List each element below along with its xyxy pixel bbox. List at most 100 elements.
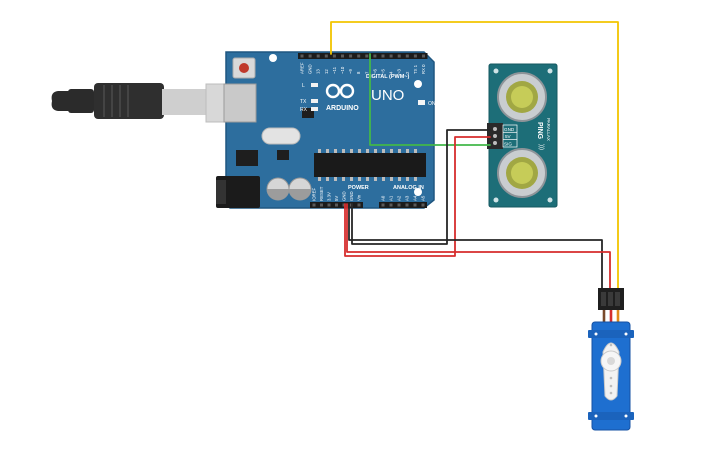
power-pin[interactable]	[320, 203, 323, 207]
analog-pin[interactable]	[389, 203, 393, 207]
power-pin-label: 5V	[334, 196, 339, 201]
sensor-name-label: PING	[536, 122, 543, 140]
analog-pin-label: A5	[421, 195, 426, 201]
mount-hole	[269, 54, 277, 62]
digital-pin[interactable]	[381, 54, 385, 58]
servo-mount-tab-bottom	[588, 412, 634, 420]
sensor-brand-label: PARALLAX	[546, 118, 551, 141]
digital-pin[interactable]	[422, 54, 425, 58]
digital-pin-label: GND	[308, 64, 313, 74]
analog-pin[interactable]	[405, 203, 409, 207]
wire-yellow-servo-signal[interactable]	[330, 21, 619, 291]
sensor-pin-sig[interactable]	[493, 141, 497, 145]
analog-pin-label: A4	[413, 195, 418, 201]
ping-ultrasonic-sensor[interactable]: GND 5V SIG PING ))) PARALLAX	[487, 63, 558, 208]
digital-pin[interactable]	[405, 54, 409, 58]
power-pin[interactable]	[357, 203, 361, 207]
digital-pin-label: 2	[405, 71, 410, 74]
digital-pin[interactable]	[413, 54, 417, 58]
sensor-pin-label-5v: 5V	[505, 134, 512, 139]
digital-pin-label: 7	[364, 71, 369, 74]
analog-pin[interactable]	[421, 203, 425, 207]
led-tx-label: TX	[300, 99, 307, 105]
digital-pin-label: 12	[324, 69, 329, 74]
analog-label: ANALOG IN	[393, 185, 424, 191]
reset-button-cap[interactable]	[239, 63, 249, 73]
sensor-pin-label-gnd: GND	[504, 127, 515, 132]
analog-pin-label: A2	[397, 195, 402, 201]
arduino-model-label: UNO	[371, 87, 404, 104]
digital-pin-label: ~6	[372, 68, 377, 74]
digital-pin[interactable]	[300, 54, 304, 58]
power-pin-label: IOREF	[312, 187, 317, 201]
analog-pin[interactable]	[381, 203, 385, 207]
sensor-signal-icon: )))	[538, 144, 544, 150]
led-tx	[311, 99, 318, 103]
analog-pin-label: A3	[405, 195, 410, 201]
sensor-pin-5v[interactable]	[493, 134, 497, 138]
digital-pin-label: ~9	[348, 68, 353, 74]
usb-plug-neck	[162, 89, 208, 115]
digital-pin[interactable]	[332, 54, 336, 58]
wire-black-servo-ground[interactable]	[348, 203, 603, 291]
power-label: POWER	[348, 185, 369, 191]
dc-barrel-jack-front	[216, 180, 226, 204]
power-pin[interactable]	[327, 203, 331, 207]
servo-connector-slots	[601, 292, 620, 306]
digital-pin-label: ~11	[332, 66, 337, 74]
mount-hole	[414, 188, 422, 196]
sensor-mount-hole	[493, 68, 499, 74]
analog-header[interactable]	[379, 202, 427, 208]
digital-pin[interactable]	[349, 54, 353, 58]
usb-cable-grip-lines	[103, 85, 129, 117]
digital-pin[interactable]	[341, 54, 344, 58]
digital-pin[interactable]	[373, 54, 377, 58]
sensor-mount-hole	[547, 197, 553, 203]
power-pin[interactable]	[335, 203, 338, 207]
servo-mount-tab-top	[588, 330, 634, 338]
digital-pin[interactable]	[324, 54, 328, 58]
transducer-bottom-icon	[497, 148, 547, 198]
usb-cable-tail-icon	[51, 91, 70, 111]
digital-pin[interactable]	[357, 54, 361, 58]
wire-black-sensor-ground[interactable]	[351, 129, 491, 245]
digital-strip	[298, 53, 428, 59]
servo-motor[interactable]	[588, 288, 634, 431]
digital-pin-label: ~5	[381, 68, 386, 74]
servo-horn-icon	[600, 342, 622, 401]
analog-pin[interactable]	[397, 203, 401, 207]
digital-pin-label: TX 1	[413, 64, 418, 74]
digital-pin[interactable]	[397, 54, 401, 58]
digital-pin-label: 4	[389, 71, 394, 74]
digital-pin-label: AREF	[300, 62, 305, 74]
power-header[interactable]	[310, 202, 363, 208]
smd-chip	[302, 108, 314, 118]
digital-pin[interactable]	[308, 54, 312, 58]
arduino-logo-icon	[325, 83, 355, 99]
usb-cable-sleeve	[68, 89, 94, 113]
crystal-oscillator	[261, 127, 301, 145]
wire-green-sensor-signal[interactable]	[369, 53, 491, 146]
digital-pin[interactable]	[389, 54, 393, 58]
power-pin-label: Vin	[357, 194, 362, 201]
digital-pin-label: 13	[316, 69, 321, 74]
analog-pin[interactable]	[413, 203, 417, 207]
digital-header[interactable]	[298, 53, 428, 59]
servo-screw-holes	[594, 332, 628, 418]
wire-red-sensor-power[interactable]	[344, 136, 491, 257]
usb-b-port	[223, 83, 257, 123]
sensor-pin-label-sig: SIG	[504, 142, 512, 147]
wire-red-servo-power[interactable]	[346, 203, 611, 291]
atmega-chip-pins	[318, 149, 417, 181]
voltage-regulator	[236, 150, 258, 166]
power-pin[interactable]	[342, 203, 346, 207]
power-led	[418, 100, 425, 105]
power-pin[interactable]	[312, 203, 316, 207]
digital-pin[interactable]	[316, 54, 320, 58]
led-rx-label: RX	[300, 107, 308, 113]
sensor-pin-gnd[interactable]	[493, 127, 497, 131]
digital-pin[interactable]	[365, 54, 369, 58]
